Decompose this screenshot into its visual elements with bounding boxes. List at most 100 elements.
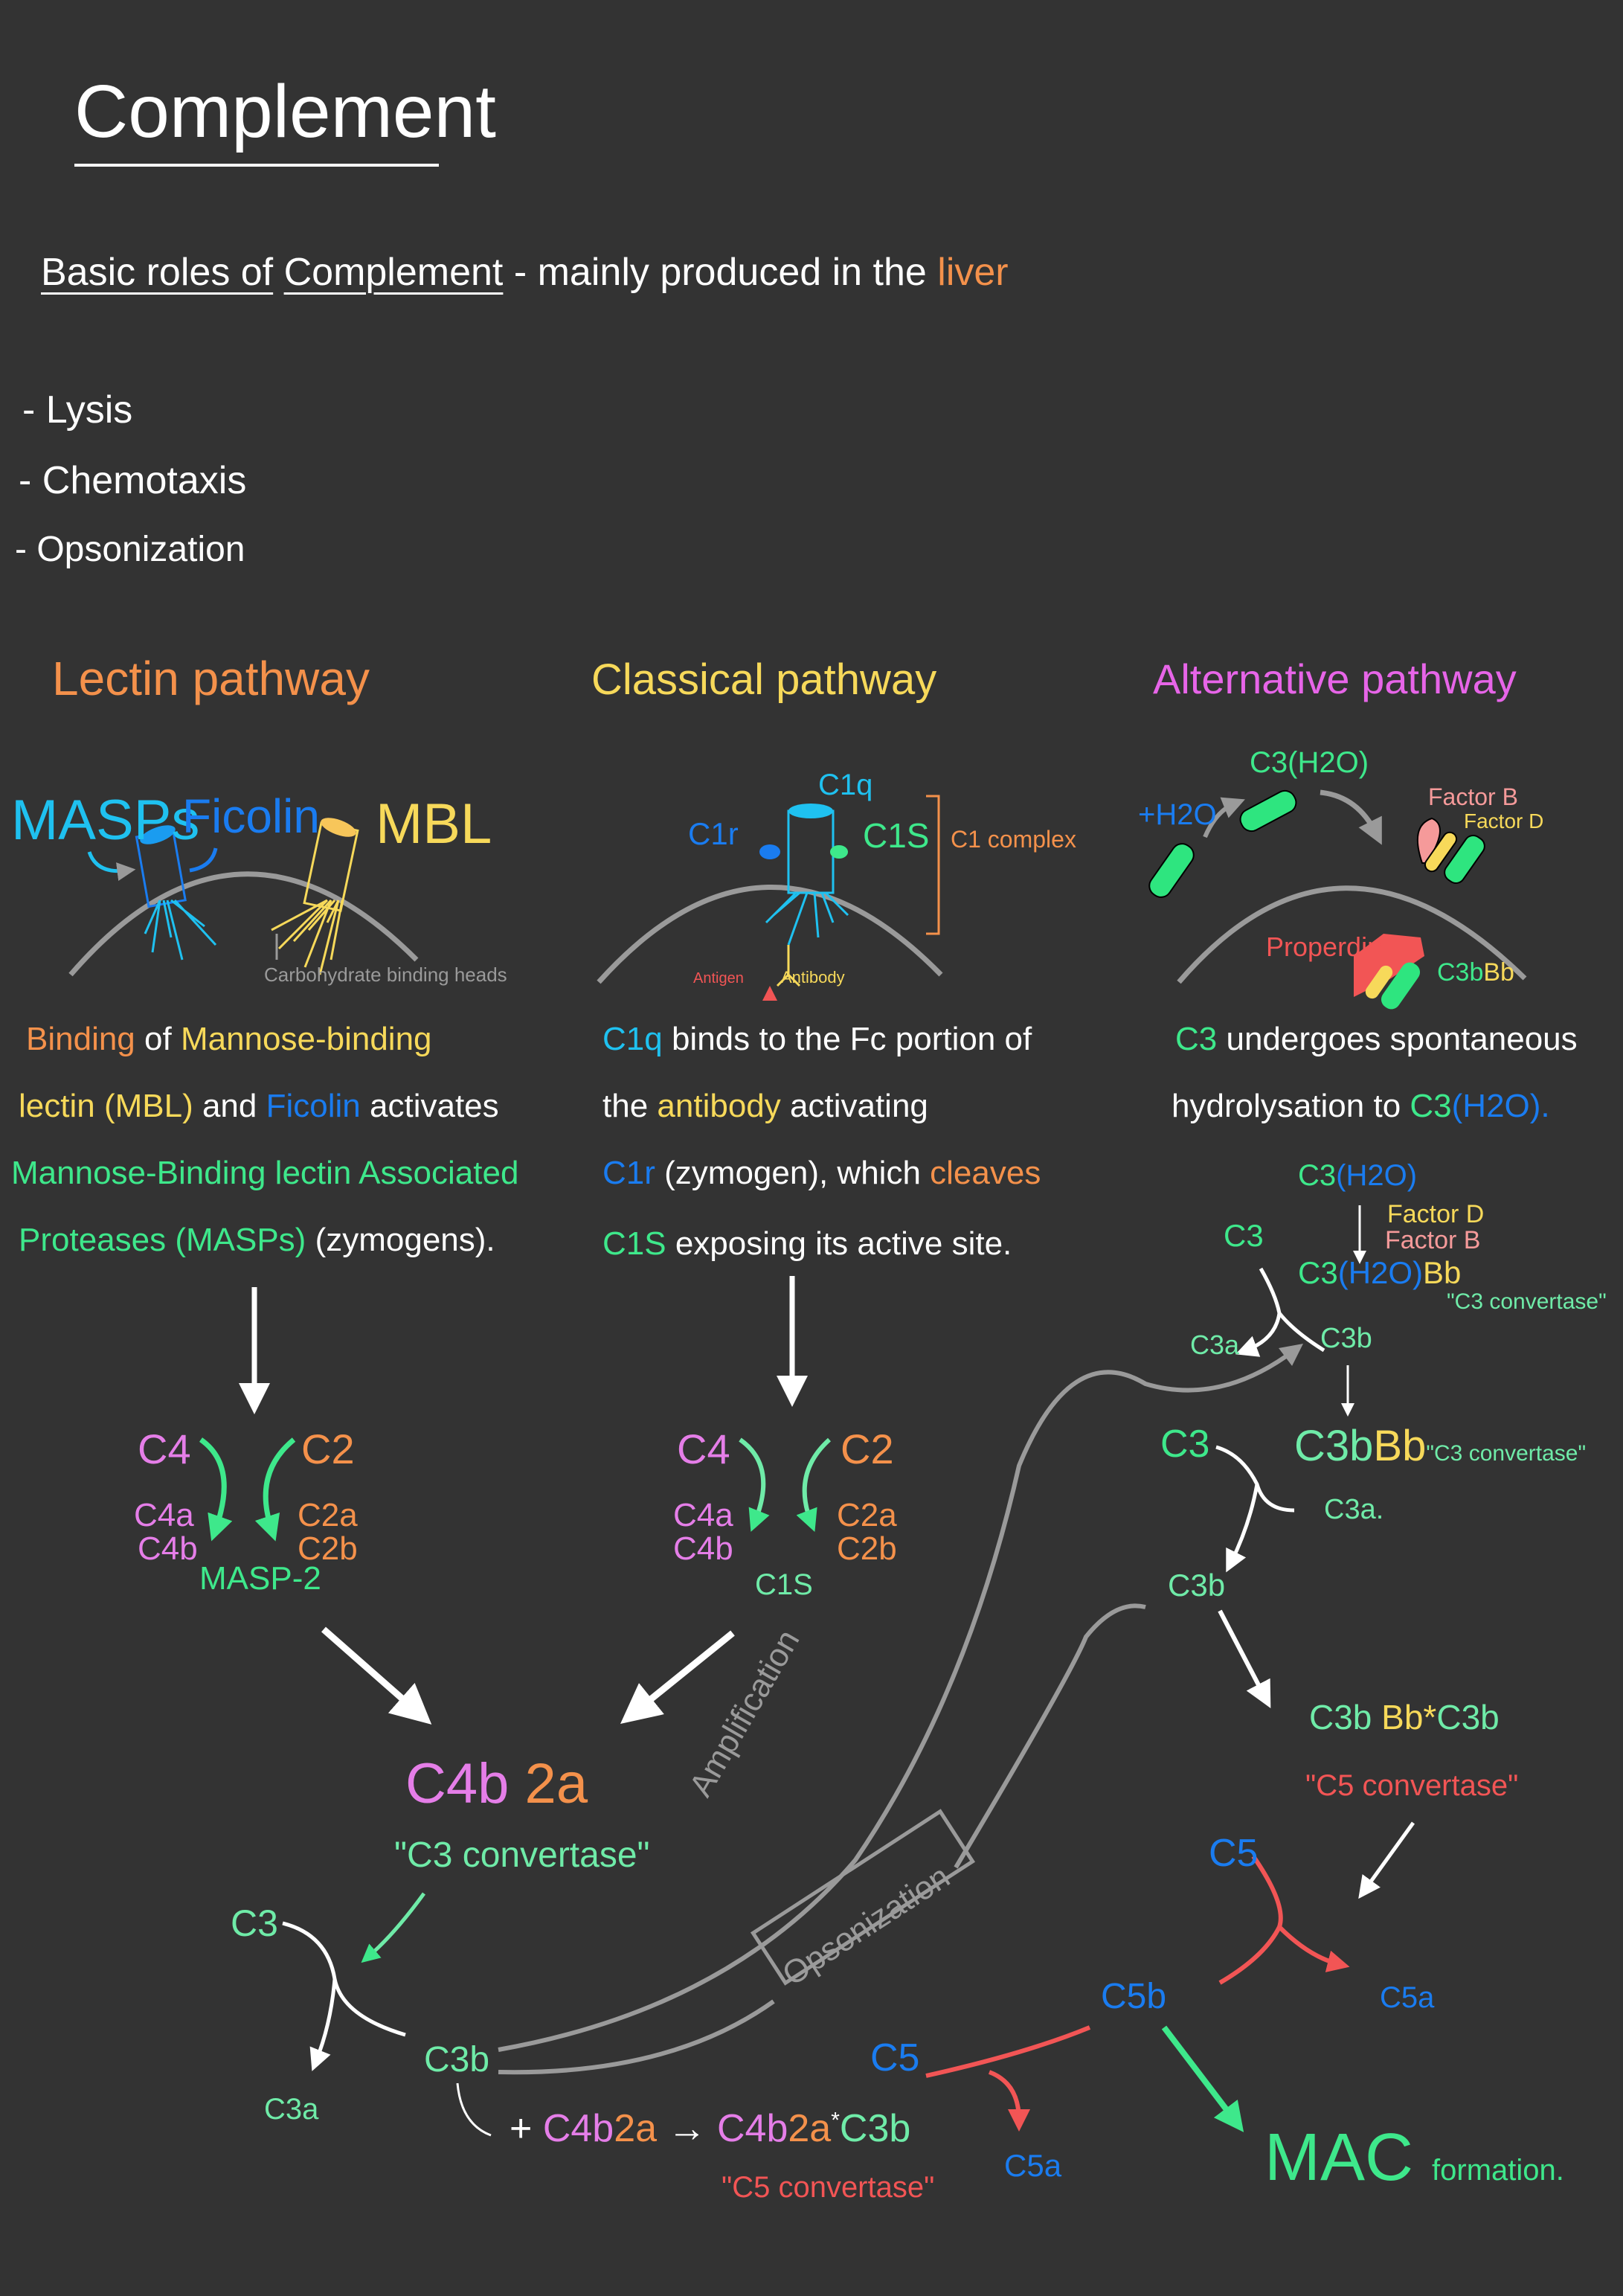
classical-c2-arrow	[796, 1437, 832, 1533]
common-c3b: C3b	[424, 2040, 490, 2079]
alt-c3-split-2	[1216, 1445, 1295, 1562]
amplification-line	[498, 1344, 1304, 2052]
opsonization-line	[498, 1603, 1146, 2075]
undergoes: undergoes spontaneous	[1226, 1021, 1578, 1057]
alternative-heading: Alternative pathway	[1153, 655, 1517, 702]
c4b: C4b	[405, 1752, 510, 1815]
alt-membrane	[1177, 885, 1527, 984]
common-c5: C5	[870, 2036, 920, 2079]
c1q-label: C1q	[818, 769, 873, 801]
alt-c5a: C5a	[1380, 1981, 1435, 2014]
intro-produced: - mainly produced in the	[513, 251, 927, 294]
star: *	[831, 2108, 840, 2133]
zymogen-which: (zymogen), which	[664, 1155, 921, 1191]
binding: Binding	[26, 1021, 135, 1057]
mbl-label: MBL	[376, 792, 492, 856]
lectin-masp2: MASP-2	[199, 1560, 321, 1597]
c3: C3	[1298, 1255, 1338, 1290]
h2o: (H2O).	[1451, 1088, 1550, 1124]
common-c3: C3	[231, 1902, 278, 1944]
h2o: (H2O)	[1337, 1255, 1424, 1290]
bb: Bb	[1423, 1255, 1462, 1290]
ficolin-label: Ficolin	[182, 789, 320, 843]
alt-c3h2obb: C3(H2O)Bb	[1298, 1257, 1461, 1289]
intro-complement: Complement	[283, 251, 504, 294]
arrow: →	[667, 2107, 707, 2150]
c3: C3	[1410, 1088, 1452, 1124]
antigen-label: Antigen	[693, 970, 744, 987]
of: of	[144, 1021, 172, 1057]
properdin-complex-icon	[1354, 934, 1424, 1010]
masps-arrow	[87, 851, 136, 881]
lectin-membrane	[68, 871, 419, 977]
alt-c3bbb: C3bBb"C3 convertase"	[1294, 1425, 1586, 1468]
ficolin: Ficolin	[266, 1088, 361, 1124]
common-c5a: C5a	[1004, 2148, 1062, 2183]
c5b-to-mac-arrow	[1161, 2025, 1244, 2132]
alt-c3h2o: C3(H2O)	[1298, 1161, 1417, 1190]
c3b: C3b	[1436, 1698, 1500, 1737]
c3: C3	[1298, 1159, 1337, 1192]
role-lysis: - Lysis	[22, 388, 133, 432]
proteases-masps: Proteases (MASPs)	[19, 1222, 306, 1258]
alt-c3-2: C3	[1160, 1423, 1210, 1466]
classical-para-line-3: C1r (zymogen), which cleaves	[602, 1157, 1041, 1190]
classical-c4a: C4a	[673, 1497, 733, 1533]
intro-liver: liver	[937, 251, 1009, 294]
classical-para-line-2: the antibody activating	[602, 1090, 928, 1123]
lectin-heading: Lectin pathway	[52, 652, 370, 705]
bb: Bb	[1373, 1422, 1427, 1470]
properdin-label: Properdin	[1266, 931, 1383, 962]
antibody-label: Antibody	[781, 968, 845, 987]
alt-c3: C3	[1224, 1218, 1264, 1253]
classical-heading: Classical pathway	[591, 655, 937, 704]
role-chemotaxis: - Chemotaxis	[19, 459, 247, 502]
lectin-para-line-1: Binding of Mannose-binding	[26, 1023, 432, 1056]
alt-c5-split	[1218, 1855, 1339, 1985]
c3b-to-eq-arrow	[456, 2082, 492, 2137]
opsonization-box	[750, 1809, 976, 1986]
classical-c4-arrow	[739, 1437, 770, 1532]
lectin-c2: C2	[301, 1426, 355, 1472]
lectin-para-line-2: lectin (MBL) and Ficolin activates	[19, 1090, 499, 1123]
alt-c5-convertase-complex: C3b Bb*C3b	[1309, 1700, 1500, 1734]
c3-split-arrows	[282, 1921, 406, 2061]
page-title: Complement	[74, 70, 496, 153]
c1-complex-bracket	[926, 795, 940, 935]
lectin-c2-arrow	[254, 1437, 296, 1542]
plus: +	[510, 2107, 533, 2150]
c3bbb-label: C3bBb	[1437, 960, 1514, 985]
alt-factor-d: Factor D	[1387, 1200, 1485, 1228]
factor-b-label: Factor B	[1428, 783, 1518, 810]
alt-c3-convertase-1: "C3 convertase"	[1447, 1289, 1607, 1314]
lectin-c4-arrow	[199, 1437, 233, 1542]
classical-membrane	[597, 884, 943, 984]
lectin-c2a: C2a	[298, 1497, 358, 1533]
alt-c3a-2: C3a.	[1324, 1494, 1384, 1525]
lectin-to-c4b2a-arrow	[321, 1626, 432, 1725]
binds-fc: binds to the Fc portion of	[671, 1021, 1032, 1057]
mbl-molecule-icon	[271, 818, 359, 975]
ficolin-molecule-icon	[135, 825, 217, 961]
lectin-c2b: C2b	[298, 1530, 358, 1567]
c4b: C4b	[716, 2107, 788, 2150]
c3b: C3b	[839, 2107, 911, 2150]
zymogens: (zymogens).	[315, 1222, 495, 1258]
c3-convertase: "C3 convertase"	[1426, 1441, 1587, 1466]
c4b: C4b	[542, 2107, 614, 2150]
antibody: antibody	[657, 1088, 781, 1124]
ficolin-arrow	[189, 847, 218, 873]
mac: MAC	[1264, 2120, 1413, 2195]
alt-c3b-to-c5conv-arrow	[1218, 1609, 1271, 1708]
c1-complex-label: C1 complex	[951, 826, 1076, 853]
factor-binding-arrow	[1320, 789, 1382, 845]
c4b2a: C4b 2a	[405, 1756, 588, 1812]
alt-c3b-2: C3b	[1168, 1568, 1226, 1603]
alt-c3-split	[1246, 1267, 1325, 1350]
alt-c5: C5	[1209, 1832, 1259, 1875]
alt-c3b: C3b	[1320, 1323, 1372, 1354]
carbohydrate-label: Carbohydrate binding heads	[264, 963, 507, 986]
c3-convertase-label: "C3 convertase"	[394, 1835, 650, 1875]
lectin-c4: C4	[138, 1426, 191, 1472]
